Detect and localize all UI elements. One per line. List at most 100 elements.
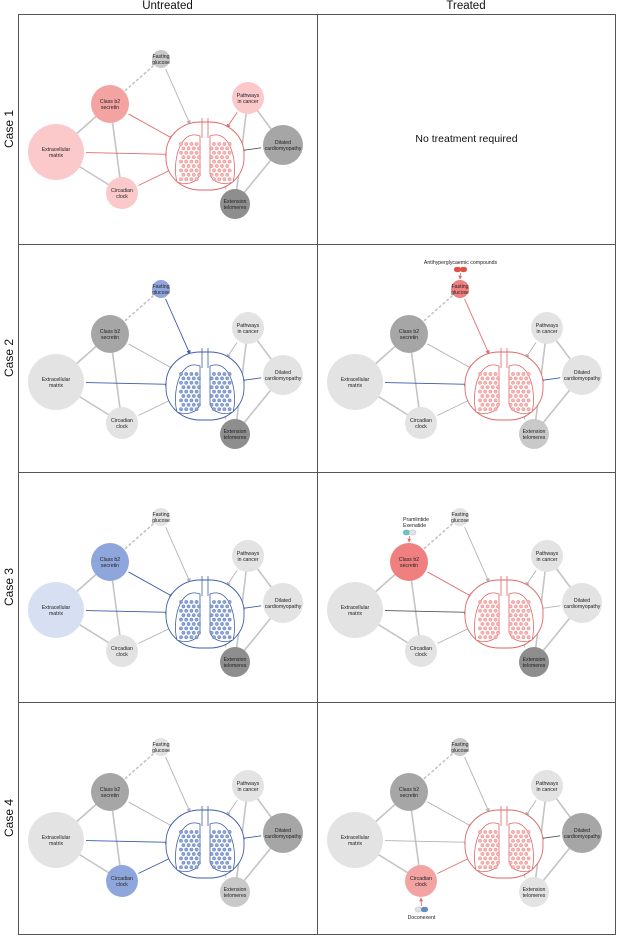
node-label: Extension (523, 657, 546, 663)
node-label: clock (415, 882, 427, 888)
arrow-pathways-to-lung (525, 800, 537, 817)
node-label: clock (116, 194, 128, 200)
node-label: Dilated (275, 828, 291, 834)
node-label: Circadian (410, 646, 432, 652)
node-label: Extracellular (341, 835, 370, 841)
node-label: clock (415, 652, 427, 658)
node-label: Extension (224, 657, 247, 663)
node-label: telomeres (224, 205, 247, 211)
no-treatment-text: No treatment required (415, 133, 518, 145)
arrow-fasting-to-lung (165, 526, 191, 583)
lung-icon (165, 576, 245, 649)
node-label: cardiomyopathy (564, 834, 601, 840)
node-label: Extracellular (42, 147, 71, 153)
node-label: matrix (49, 611, 64, 617)
pill-icon (414, 906, 429, 913)
node-label: Fasting (152, 512, 169, 518)
node-label: Pathways (237, 323, 260, 329)
node-label: in cancer (237, 787, 258, 793)
node-label: Extension (224, 199, 247, 205)
node-label: glucose (152, 290, 170, 296)
node-label: glucose (451, 518, 469, 524)
arrow-pathways-to-lung (226, 112, 238, 129)
node-label: in cancer (536, 329, 557, 335)
lung-icon (165, 118, 245, 191)
arrow-class_b2-to-lung (128, 571, 174, 598)
arrow-circadian-to-lung (437, 626, 472, 644)
node-label: Fasting (451, 284, 468, 290)
arrow-extracellular-to-lung (384, 609, 469, 615)
row-header-case-4: Case 4 (2, 798, 16, 838)
node-label: telomeres (523, 435, 546, 441)
node-label: in cancer (237, 329, 258, 335)
panel-case-1-treated: No treatment required (317, 14, 616, 245)
arrow-class_b2-to-lung (128, 113, 174, 140)
node-label: Circadian (410, 876, 432, 882)
row-header-case-2: Case 2 (2, 338, 16, 378)
arrow-circadian-to-lung (437, 856, 472, 874)
node-label: Pathways (237, 781, 260, 787)
node-label: Pathways (237, 93, 260, 99)
node-label: Extracellular (42, 605, 71, 611)
arrow-pathways-to-lung (226, 800, 238, 817)
arrow-fasting-to-lung (464, 756, 490, 813)
node-label: Fasting (451, 512, 468, 518)
node-label: Extracellular (341, 605, 370, 611)
node-label: glucose (152, 60, 170, 66)
node-label: Class b2 (399, 787, 419, 793)
node-label: Dilated (574, 828, 590, 834)
arrow-fasting-to-lung (464, 298, 490, 355)
node-label: Fasting (152, 284, 169, 290)
node-label: telomeres (224, 893, 247, 899)
node-label: Class b2 (100, 99, 120, 105)
node-label: cardiomyopathy (265, 604, 302, 610)
node-label: Pathways (536, 551, 559, 557)
arrow-extracellular-to-lung (384, 381, 469, 387)
arrow-circadian-to-lung (138, 168, 173, 186)
node-label: Fasting (451, 742, 468, 748)
arrow-circadian-to-lung (138, 398, 173, 416)
node-label: glucose (152, 748, 170, 754)
node-label: Extracellular (341, 377, 370, 383)
node-label: secretin (101, 563, 119, 569)
node-label: telomeres (523, 663, 546, 669)
arrow-fasting-to-lung (464, 526, 490, 583)
node-label: cardiomyopathy (265, 376, 302, 382)
node-label: clock (116, 882, 128, 888)
lung-icon (165, 806, 245, 879)
node-label: secretin (400, 793, 418, 799)
node-label: glucose (152, 518, 170, 524)
